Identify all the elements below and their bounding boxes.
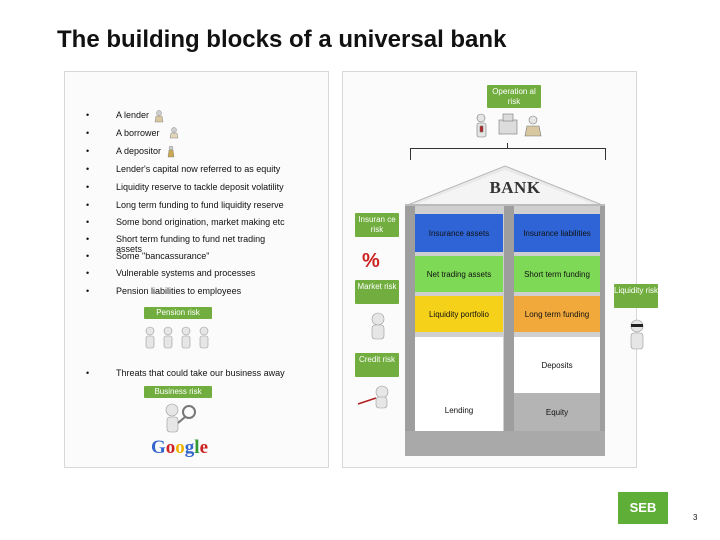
bullet-symbol: • — [86, 128, 90, 138]
short-term-funding-cell: Short term funding — [514, 256, 600, 292]
list-item-text: A lender — [116, 110, 150, 120]
insurance-assets-cell: Insurance assets — [415, 214, 503, 252]
bank-base — [405, 431, 605, 456]
bullet-symbol: • — [86, 251, 90, 261]
list-item-text: Pension liabilities to employees — [116, 286, 242, 296]
insurance-risk-label: Insuran ce risk — [355, 213, 399, 237]
bullet-symbol: • — [86, 200, 90, 210]
list-item-text: Some "bancassurance" — [116, 251, 210, 261]
seb-logo: SEB — [618, 492, 668, 524]
list-item-text: Vulnerable systems and processes — [116, 268, 256, 278]
market-risk-label: Market risk — [355, 280, 399, 304]
equity-cell: Equity — [514, 393, 600, 431]
operational-figures-icon — [476, 113, 542, 138]
bullet-symbol: • — [86, 217, 90, 227]
google-logo-letter: o — [175, 437, 185, 458]
pension-risk-label: Pension risk — [144, 307, 212, 319]
bullet-symbol: • — [86, 146, 90, 156]
bank-label: BANK — [489, 178, 541, 197]
list-item-text: Liquidity reserve to tackle deposit vola… — [116, 182, 284, 192]
depositor-figure-icon — [167, 145, 175, 158]
thinking-figure-icon — [371, 312, 385, 340]
list-item-text: Lender's capital now referred to as equi… — [116, 164, 281, 174]
bullet-symbol: • — [86, 234, 90, 244]
list-item-text: Long term funding to fund liquidity rese… — [116, 200, 284, 210]
bullet-symbol: • — [86, 164, 90, 174]
liquidity-figure-icon — [630, 319, 644, 350]
bank-column — [504, 206, 514, 431]
list-item-text: Short term funding to fund net trading a… — [116, 234, 266, 254]
page-title: The building blocks of a universal bank — [57, 26, 507, 53]
long-term-funding-cell: Long term funding — [514, 296, 600, 332]
google-logo-letter: o — [165, 437, 176, 458]
page-number: 3 — [693, 513, 698, 522]
magnifier-figure-icon — [165, 403, 196, 433]
google-logo-letter: l — [194, 437, 200, 458]
google-logo-letter: e — [199, 437, 208, 458]
lender-figure-icon — [154, 110, 164, 123]
net-trading-assets-cell: Net trading assets — [415, 256, 503, 292]
bank-column — [600, 206, 605, 431]
bullet-symbol: • — [86, 368, 90, 378]
credit-figure-icon — [357, 385, 389, 409]
google-logo-letter: g — [184, 437, 195, 458]
bullet-symbol: • — [86, 268, 90, 278]
list-item-text: Threats that could take our business awa… — [116, 368, 285, 378]
bullet-symbol: • — [86, 286, 90, 296]
lending-cell: Lending — [415, 337, 503, 431]
google-logo-letter: G — [151, 437, 166, 458]
pensioners-figures-icon — [145, 326, 209, 349]
google-logo-text: Google — [151, 437, 208, 458]
google-logo: Google — [151, 437, 208, 459]
percent-icon: % — [362, 250, 380, 272]
bullet-symbol: • — [86, 182, 90, 192]
bullet-symbol: • — [86, 110, 90, 120]
operational-risk-label: Operation al risk — [487, 85, 541, 108]
credit-risk-label: Credit risk — [355, 353, 399, 377]
borrower-figure-icon — [169, 127, 179, 139]
left-panel — [64, 71, 329, 468]
liquidity-risk-label: Liquidity risk — [614, 284, 658, 308]
list-item-text: Some bond origination, market making etc — [116, 217, 285, 227]
bank-brace-tick — [507, 143, 508, 149]
deposits-cell: Deposits — [514, 337, 600, 393]
list-item-text: A borrower — [116, 128, 160, 138]
bank-brace — [410, 148, 606, 160]
insurance-liabilities-cell: Insurance liabilities — [514, 214, 600, 252]
liquidity-portfolio-cell: Liquidity portfolio — [415, 296, 503, 332]
bank-column — [405, 206, 415, 431]
business-risk-label: Business risk — [144, 386, 212, 398]
list-item-text: A depositor — [116, 146, 162, 156]
